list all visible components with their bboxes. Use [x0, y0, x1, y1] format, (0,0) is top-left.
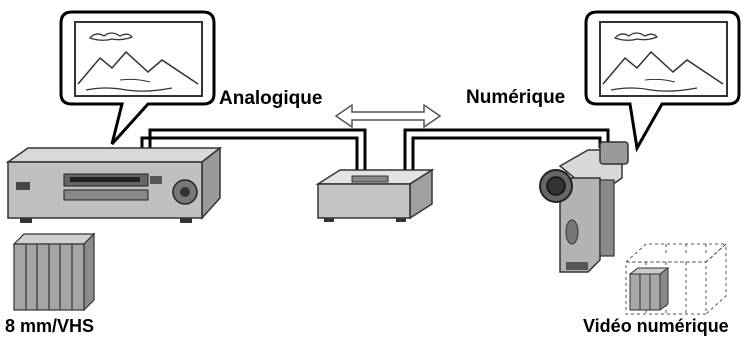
left-screen-icon — [74, 21, 203, 97]
digital-media-label: Vidéo numérique — [583, 316, 729, 336]
converter-box-icon — [315, 168, 435, 222]
double-arrow-icon — [334, 103, 442, 129]
right-screen-bubble — [584, 10, 741, 153]
analog-media-label: 8 mm/VHS — [5, 316, 95, 336]
right-screen-icon — [599, 21, 728, 97]
camcorder-icon — [539, 141, 629, 273]
vhs-tapes-icon — [12, 232, 96, 312]
left-screen-bubble — [59, 10, 216, 146]
digital-label: Numérique — [466, 87, 566, 108]
dv-tape-icon — [624, 242, 728, 315]
vcr-icon — [5, 146, 223, 223]
analog-label: Analogique — [219, 88, 323, 109]
